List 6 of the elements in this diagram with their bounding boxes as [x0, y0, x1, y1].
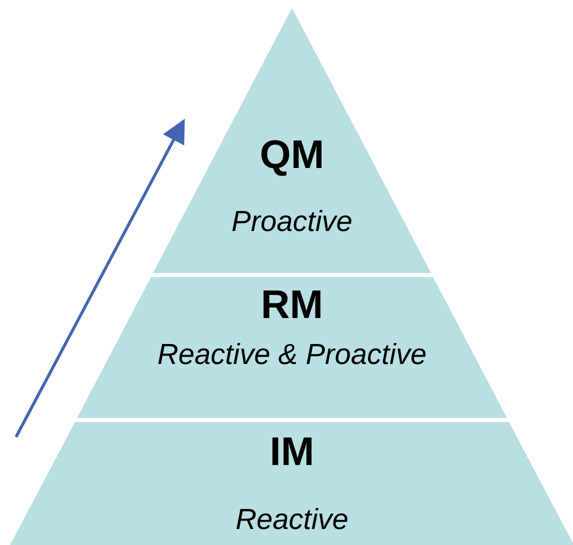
tier-description: Reactive	[234, 503, 350, 538]
tier-description: Reactive & Proactive	[156, 338, 428, 373]
tier-heading: IM	[268, 429, 316, 476]
tier-heading: QM	[258, 132, 326, 179]
tier-description: Proactive	[230, 205, 354, 240]
tier-heading: RM	[260, 282, 324, 329]
